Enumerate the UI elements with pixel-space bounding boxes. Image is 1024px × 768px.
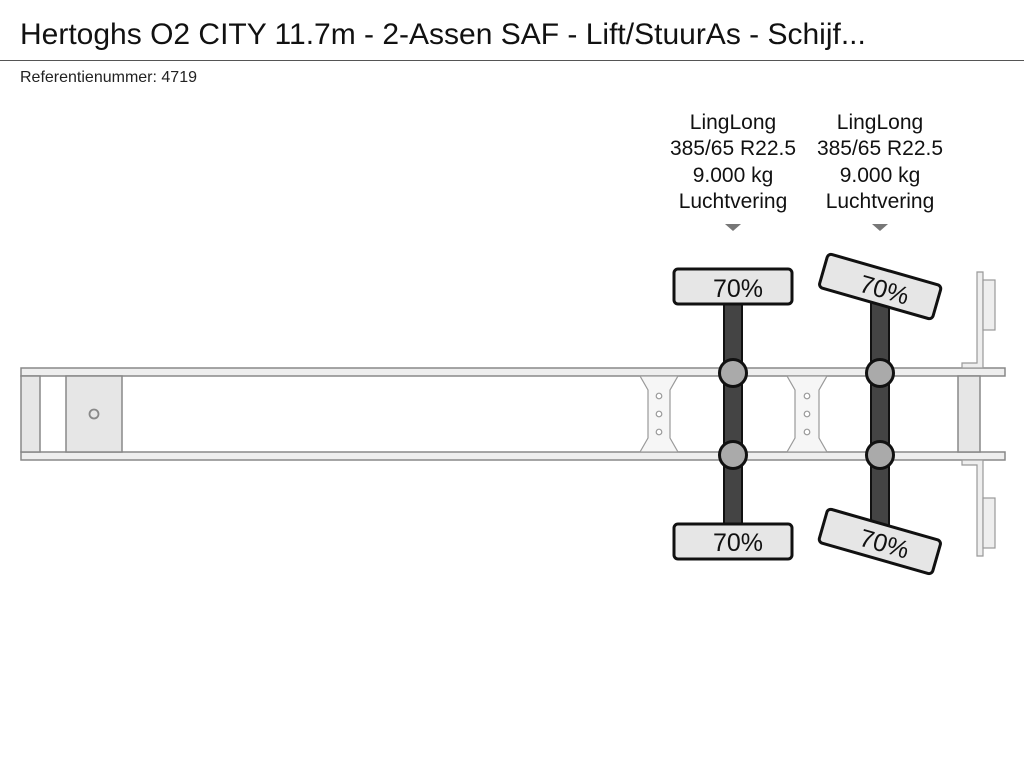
axle-2: LingLong 385/65 R22.5 9.000 kg Luchtveri… xyxy=(817,111,943,576)
axle-2-marker-icon xyxy=(872,224,888,231)
svg-text:70%: 70% xyxy=(713,275,763,303)
axle-1-suspension: Luchtvering xyxy=(679,190,788,213)
hub xyxy=(718,440,748,470)
axle-1-load: 9.000 kg xyxy=(693,164,774,187)
chassis-frame xyxy=(20,367,1006,461)
axle-2-suspension: Luchtvering xyxy=(826,190,935,213)
axle-1: LingLong 385/65 R22.5 9.000 kg Luchtveri… xyxy=(670,111,796,561)
cross-member xyxy=(638,375,680,453)
page-title: Hertoghs O2 CITY 11.7m - 2-Assen SAF - L… xyxy=(20,18,866,51)
hub xyxy=(865,440,895,470)
axle-2-tire-size: 385/65 R22.5 xyxy=(817,137,943,160)
hub xyxy=(718,358,748,388)
axle-2-brand: LingLong xyxy=(837,111,923,134)
axle-1-tire-size: 385/65 R22.5 xyxy=(670,137,796,160)
axle-1-tire-top: 70% xyxy=(672,267,794,306)
rear-bumper xyxy=(961,271,996,557)
title-divider xyxy=(0,60,1024,61)
hub xyxy=(865,358,895,388)
axle-1-brand: LingLong xyxy=(690,111,776,134)
svg-text:70%: 70% xyxy=(713,529,763,557)
cross-member xyxy=(785,375,829,453)
axle-2-load: 9.000 kg xyxy=(840,164,921,187)
axle-1-marker-icon xyxy=(725,224,741,231)
reference-number: Referentienummer: 4719 xyxy=(20,69,197,86)
axle-1-tire-bottom: 70% xyxy=(672,522,794,561)
